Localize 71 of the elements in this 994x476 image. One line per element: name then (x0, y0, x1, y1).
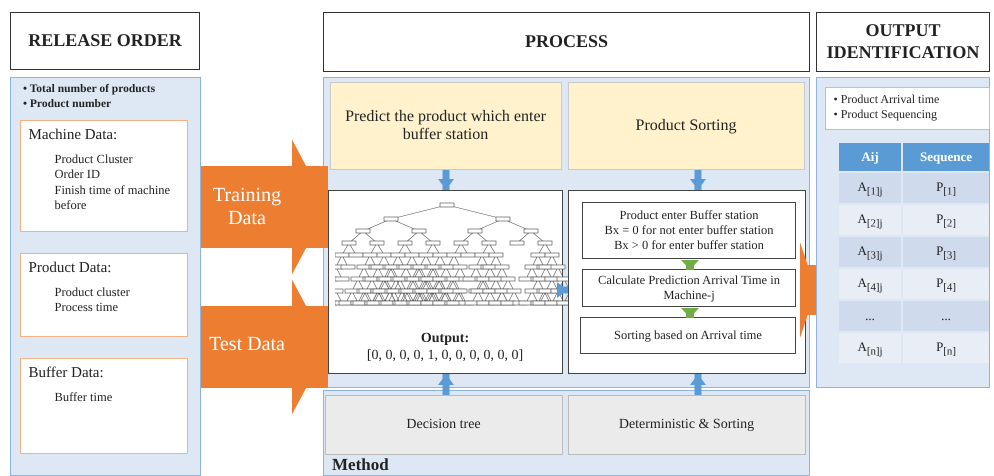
output-heading: Output: (420, 330, 470, 347)
list-item: • Product number (23, 96, 112, 112)
process-box (568, 190, 806, 374)
process-panel (323, 77, 810, 388)
section-header (816, 12, 990, 72)
table-cell: A$_{[2]j}$ (839, 205, 901, 235)
process-box (330, 82, 562, 170)
table-cell: P$_{[1]}$ (903, 173, 989, 203)
table-cell: ... (903, 301, 989, 331)
box-text: Bx = 0 for not enter buffer station (604, 223, 774, 238)
box-heading: Product Data: (28, 260, 112, 276)
list-item: • Product Sequencing (834, 107, 938, 123)
list-item: Order ID (54, 167, 101, 183)
data-box (20, 252, 188, 336)
box-text: Predict the product which enter buffer station (344, 108, 547, 144)
data-box (20, 120, 188, 232)
method-box (568, 394, 806, 454)
table-cell: P$_{[n]}$ (903, 333, 989, 363)
list-item: • Total number of products (23, 82, 156, 97)
box-text: Decision tree (406, 416, 481, 432)
header-cell: Sequence (903, 143, 989, 171)
box-text: Product Sorting (636, 116, 736, 134)
header-cell: Aij (839, 143, 901, 171)
box-text: Sorting based on Arrival time (614, 328, 762, 343)
arrow (681, 260, 699, 270)
box-text: Calculate Prediction Arrival Time in Machine-j (597, 273, 781, 303)
output-list-box (824, 86, 990, 130)
box-text: Bx > 0 for enter buffer station (614, 238, 764, 253)
box-heading: Buffer Data: (28, 364, 105, 382)
list-item: Buffer time (54, 390, 114, 406)
section-header (323, 12, 810, 72)
section-title: OUTPUT IDENTIFICATION (826, 20, 980, 64)
process-box (580, 317, 796, 354)
process-box (568, 82, 804, 170)
arrow (690, 170, 706, 190)
arrow (681, 308, 699, 318)
table-cell: P$_{[3]}$ (903, 237, 989, 267)
section-header (10, 12, 200, 70)
arrow (800, 242, 816, 338)
table-cell: P$_{[2]}$ (903, 205, 989, 235)
box-heading: Machine Data: (28, 126, 118, 144)
list-item: • Product Arrival time (834, 92, 940, 108)
arrow (201, 140, 328, 274)
table-cell: A$_{[n]j}$ (839, 333, 901, 363)
list-item: Product cluster (54, 284, 131, 300)
arrow (438, 374, 454, 395)
list-item: Finish time of machine before (54, 182, 172, 214)
box-text: Product enter Buffer station (620, 208, 758, 223)
data-box (20, 358, 188, 454)
list-item: Product Cluster (54, 152, 134, 168)
arrow (201, 280, 328, 414)
table-cell: A$_{[1]j}$ (839, 173, 901, 203)
method-box (324, 394, 562, 454)
method-panel (323, 390, 810, 476)
process-box (582, 202, 796, 259)
list-item: Process time (54, 300, 120, 316)
process-box (582, 269, 796, 307)
section-title: RELEASE ORDER (28, 30, 182, 52)
table-cell: ... (839, 301, 901, 331)
panel-title: Method (332, 456, 389, 475)
arrow (690, 374, 706, 395)
input-panel (10, 77, 201, 476)
section-title: PROCESS (524, 31, 608, 53)
table-cell: A$_{[3]j}$ (839, 237, 901, 267)
output-panel (816, 77, 990, 388)
table-cell: A$_{[4]j}$ (839, 269, 901, 299)
output-value: [0, 0, 0, 0, 1, 0, 0, 0, 0, 0, 0] (366, 347, 524, 364)
arrow (438, 170, 454, 190)
box-text: Deterministic & Sorting (618, 416, 754, 432)
table-cell: P$_{[4]}$ (903, 269, 989, 299)
arrow (557, 282, 568, 298)
